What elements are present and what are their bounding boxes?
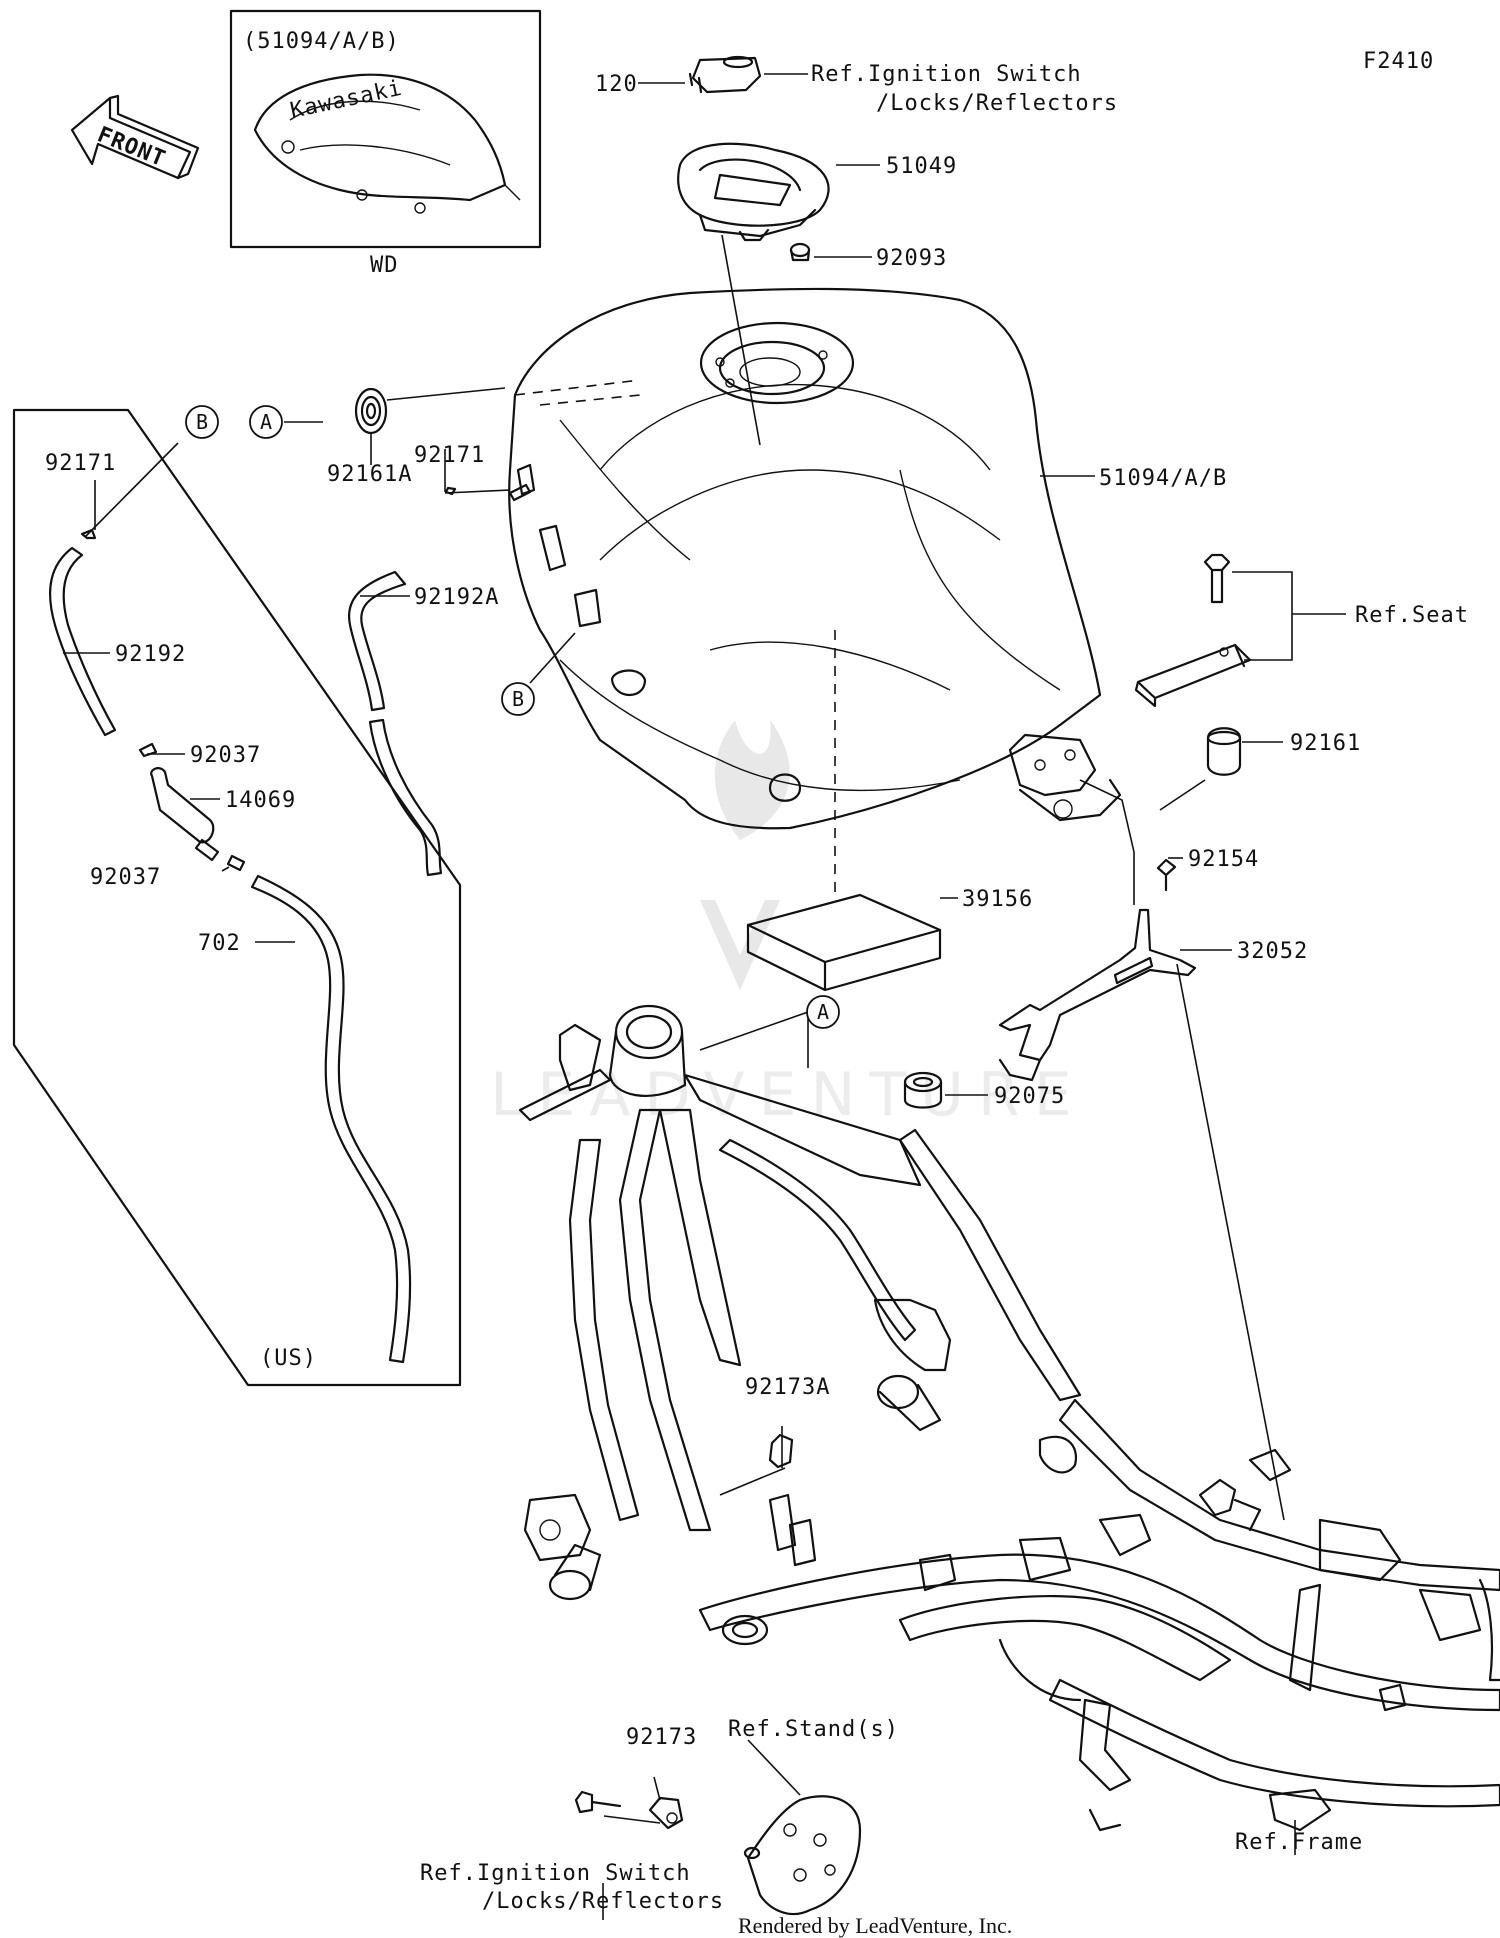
- label-92192A: 92192A: [414, 585, 499, 610]
- label-ref-ignition-top-2: /Locks/Reflectors: [876, 91, 1118, 116]
- fuel-cap-assembly: [677, 55, 830, 262]
- label-92161A: 92161A: [327, 462, 412, 487]
- pad-39156: [746, 893, 942, 992]
- inset-box: (51094/A/B) WD Kawasaki: [229, 9, 542, 278]
- inset-title: (51094/A/B): [243, 29, 400, 54]
- label-702: 702: [198, 931, 241, 956]
- label-51049: 51049: [886, 154, 957, 179]
- us-hose-box: (US): [12, 408, 462, 1387]
- seat-bracket-parts: [998, 553, 1252, 1082]
- leader-lines: [63, 73, 1346, 1920]
- vent-hose: [348, 483, 532, 877]
- frame: [518, 1004, 1500, 1832]
- label-92171-mid: 92171: [414, 443, 485, 468]
- callout-a-left-text: A: [260, 410, 272, 434]
- label-32052: 32052: [1237, 939, 1308, 964]
- part-labels: 120 Ref.Ignition Switch /Locks/Reflector…: [45, 62, 1469, 1914]
- label-ref-stand: Ref.Stand(s): [728, 1717, 899, 1742]
- callout-circles: B A B A: [185, 405, 840, 1029]
- label-ref-frame: Ref.Frame: [1235, 1830, 1363, 1855]
- callout-b-left-text: B: [196, 410, 208, 434]
- callout-b-tank: [501, 682, 535, 716]
- us-hoses: [49, 528, 412, 1364]
- callout-a-frame: [806, 995, 840, 1029]
- label-92154: 92154: [1188, 847, 1259, 872]
- grommets: [354, 387, 943, 1109]
- small-parts: [574, 1433, 862, 1916]
- label-39156: 39156: [962, 887, 1033, 912]
- watermark: LEADVENTURE: [490, 720, 1072, 1130]
- label-92037-top: 92037: [190, 743, 261, 768]
- us-caption: (US): [260, 1346, 317, 1371]
- fuel-tank: [508, 287, 1122, 830]
- render-credit: Rendered by LeadVenture, Inc.: [738, 1913, 1012, 1938]
- label-92037-bottom: 92037: [90, 865, 161, 890]
- inset-caption: WD: [370, 253, 399, 278]
- label-92192: 92192: [115, 642, 186, 667]
- label-14069: 14069: [225, 788, 296, 813]
- label-ref-ignition-bottom-2: /Locks/Reflectors: [482, 1889, 724, 1914]
- label-92093: 92093: [876, 246, 947, 271]
- label-92173A: 92173A: [745, 1375, 830, 1400]
- label-92173: 92173: [626, 1725, 697, 1750]
- front-arrow: FRONT: [70, 94, 200, 180]
- label-92161: 92161: [1290, 731, 1361, 756]
- diagram-code: F2410: [1363, 49, 1434, 74]
- label-ref-ignition-top-1: Ref.Ignition Switch: [811, 62, 1082, 87]
- callout-b-tank-text: B: [512, 687, 524, 711]
- inset-brand: Kawasaki: [288, 76, 405, 124]
- label-ref-seat: Ref.Seat: [1355, 603, 1469, 628]
- label-120: 120: [595, 72, 638, 97]
- callout-b-left: [185, 405, 219, 439]
- callout-a-left: [249, 405, 283, 439]
- label-51094: 51094/A/B: [1099, 466, 1227, 491]
- label-92171-left: 92171: [45, 451, 116, 476]
- callout-a-frame-text: A: [817, 1000, 829, 1024]
- label-92075: 92075: [994, 1084, 1065, 1109]
- label-ref-ignition-bottom-1: Ref.Ignition Switch: [420, 1861, 691, 1886]
